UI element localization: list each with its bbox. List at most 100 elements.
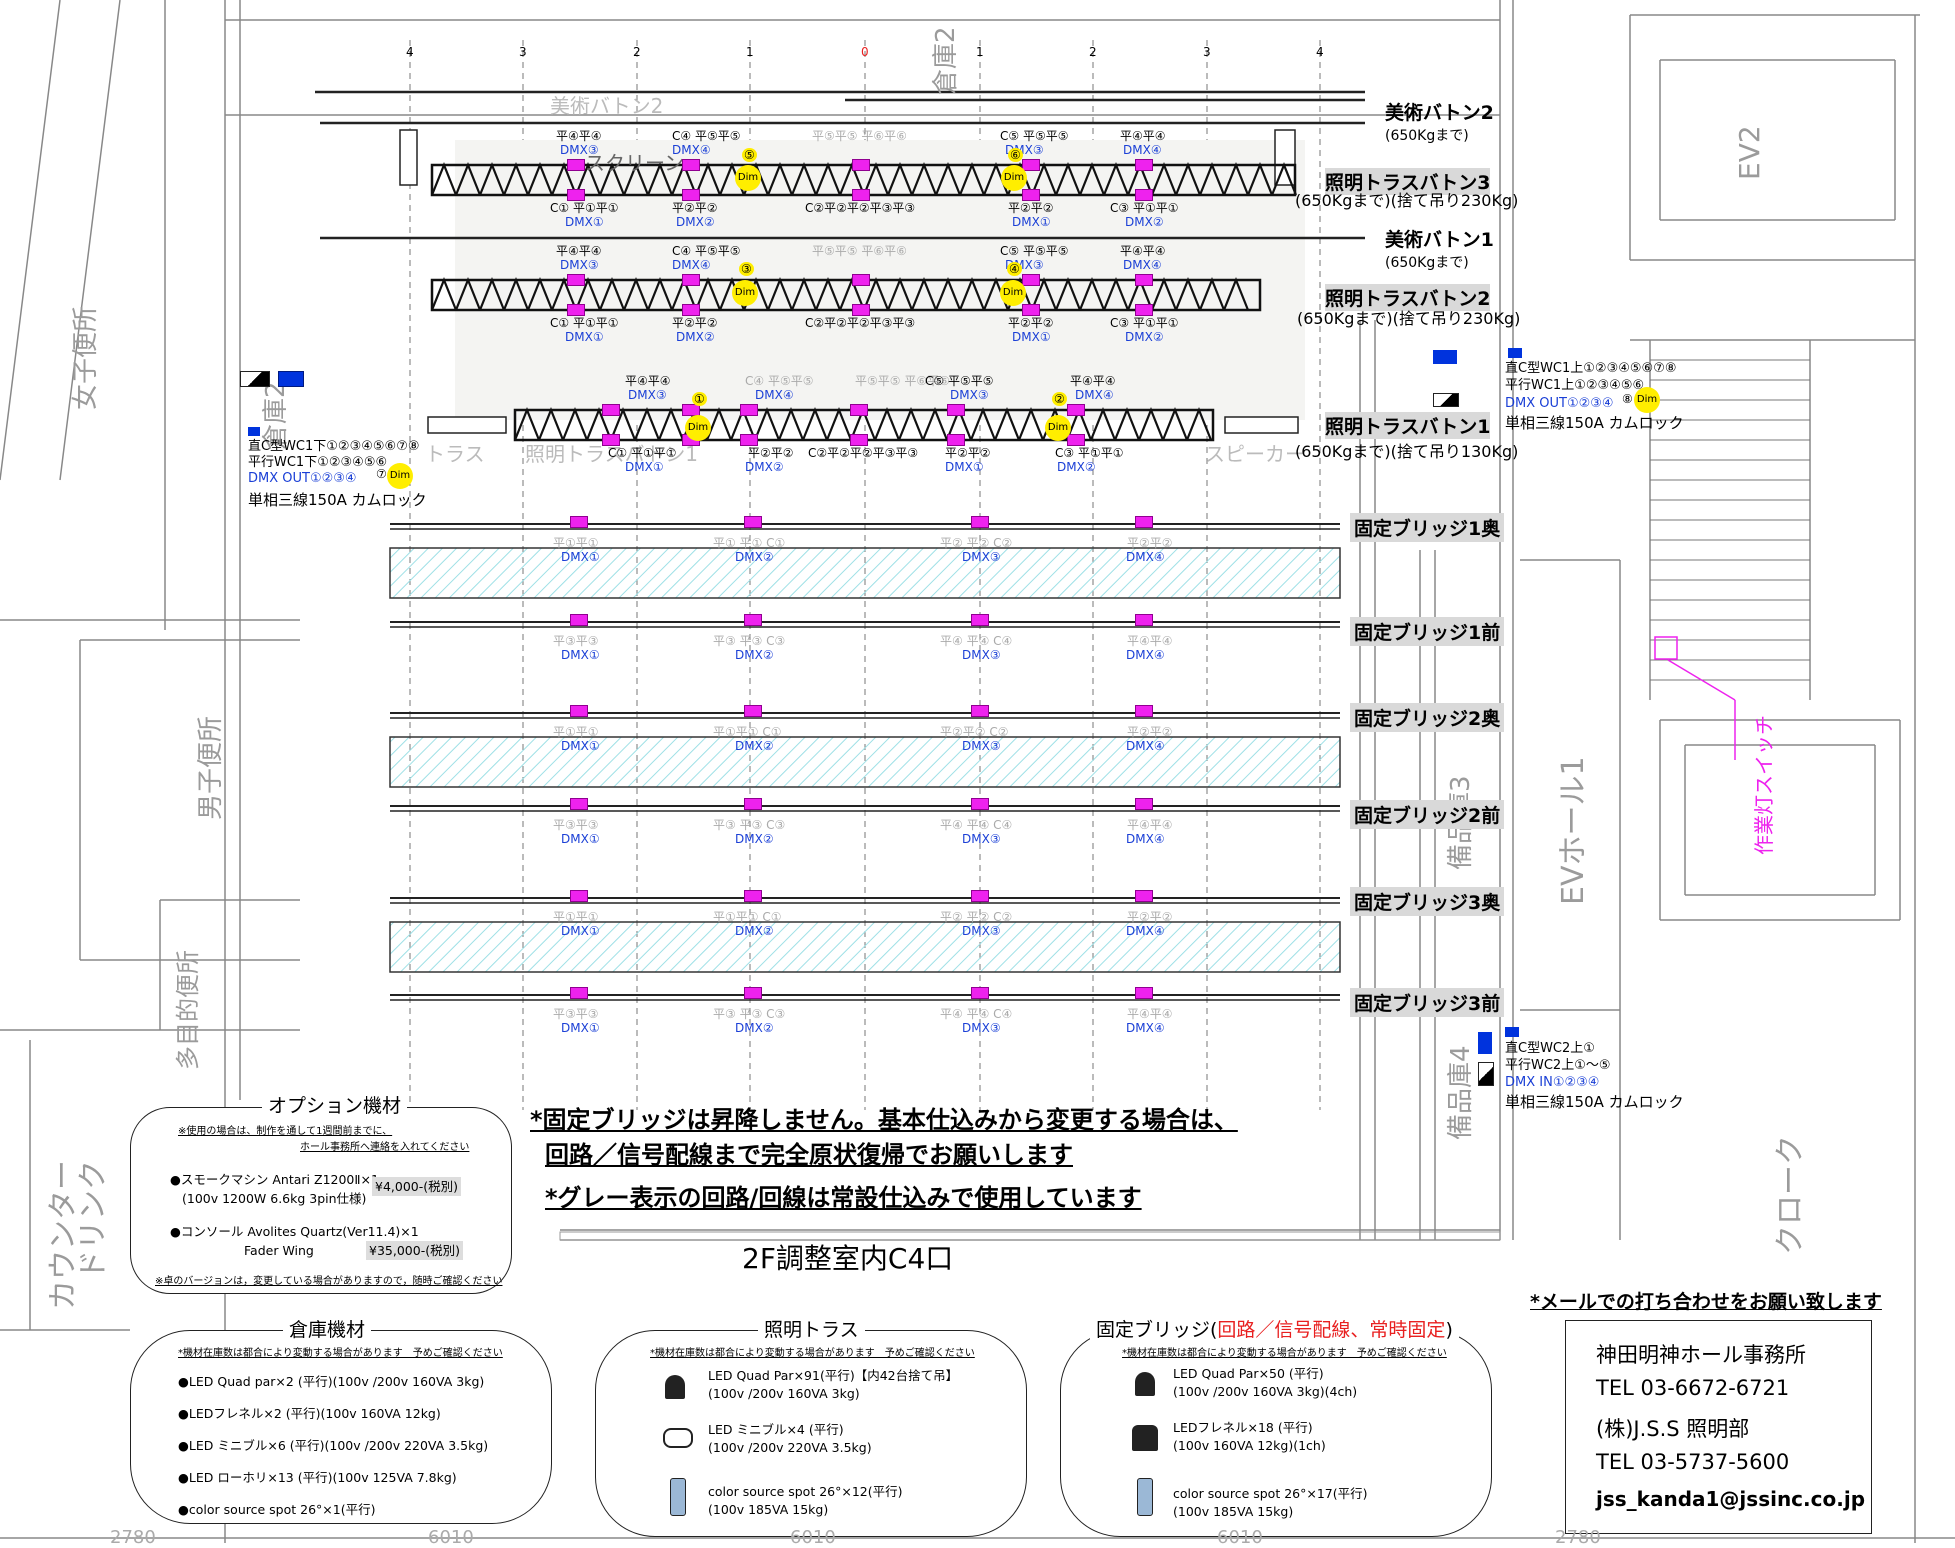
bridge-dmx-label: DMX②: [735, 550, 774, 564]
notice-line1: *固定ブリッジは昇降しません。基本仕込みから変更する場合は、: [530, 1106, 1238, 1134]
left-panel-icon: [240, 371, 270, 387]
axis-number: 0: [861, 45, 869, 59]
truss2-bottom-label: C②平②平②平③平③: [805, 316, 916, 330]
truss2-frame: [430, 278, 1262, 312]
truss3-top-label: C④ 平⑤平⑤: [672, 129, 741, 143]
truss2-bottom-dmx: DMX①: [1012, 330, 1051, 344]
axis-number: 4: [1316, 45, 1324, 59]
truss1-outlet: [1067, 434, 1085, 446]
bridge-circuit-label: 平④平④: [1127, 634, 1173, 648]
bridge-outlet: [1135, 987, 1153, 999]
bridge-equipment-title-c: ): [1445, 1319, 1453, 1341]
bridge-dmx-label: DMX④: [1126, 924, 1165, 938]
truss-batten-3-label: 照明トラスバトン3: [1325, 168, 1491, 195]
right-bottom-panel-line3: DMX IN①②③④: [1505, 1075, 1600, 1090]
bridge-item-1a: LED Quad Par×50 (平行): [1173, 1366, 1324, 1381]
truss3-bottom-dmx: DMX①: [1012, 215, 1051, 229]
bridge-outlet: [1135, 798, 1153, 810]
bridge-outlet: [1135, 516, 1153, 528]
room-ev2: EV2: [1733, 125, 1766, 180]
left-panel-line1: 直C型WC1下①②③④⑤⑥⑦⑧: [248, 439, 420, 454]
truss1-top-label: 平④平④: [1070, 374, 1116, 388]
truss1-bottom-label: C① 平①平①: [608, 446, 677, 460]
contact-box: 神田明神ホール事務所 TEL 03-6672-6721 (株)J.S.S 照明部…: [1565, 1320, 1872, 1534]
truss3-bottom-label: C②平②平②平③平③: [805, 201, 916, 215]
bridge-dmx-label: DMX①: [561, 739, 600, 753]
truss1-outlet: [740, 434, 758, 446]
bridge-circuit-label: 平①平① C①: [713, 910, 782, 924]
bridge-2-back-label: 固定ブリッジ2奥: [1350, 703, 1505, 732]
bridge-circuit-label: 平③平③: [553, 818, 599, 832]
source-spot-icon: [670, 1478, 686, 1516]
truss-item-3a: color source spot 26°×12(平行): [708, 1484, 903, 1499]
bridge-dmx-label: DMX①: [561, 832, 600, 846]
bridge-dmx-label: DMX③: [962, 832, 1001, 846]
bridge-dmx-label: DMX①: [561, 1021, 600, 1035]
warehouse-note: *機材在庫数は都合により変動する場合があります 予めご確認ください: [178, 1348, 503, 1359]
truss3-outlet: [682, 189, 700, 201]
warehouse-item-2: ●LEDフレネル×2 (平行)(100v 160VA 12kg): [178, 1406, 441, 1421]
truss3-dimmer: Dim: [735, 165, 761, 191]
bridge-outlet: [1135, 614, 1153, 626]
dim-bottom-2: 6010: [428, 1527, 474, 1548]
bridge-item-3b: (100v 185VA 15kg): [1173, 1504, 1294, 1519]
bridge-outlet: [744, 987, 762, 999]
truss2-top-label: 平④平④: [1120, 244, 1166, 258]
bridge-circuit-label: 平② 平② C②: [940, 910, 1013, 924]
dim-bottom-1: 2780: [110, 1527, 156, 1548]
truss3-outlet: [567, 189, 585, 201]
warehouse-title: 倉庫機材: [283, 1315, 372, 1342]
bridge-item-2a: LEDフレネル×18 (平行): [1173, 1420, 1313, 1435]
bridge-2-front-label: 固定ブリッジ2前: [1350, 800, 1505, 829]
truss2-bottom-dmx: DMX②: [676, 330, 715, 344]
truss-item-2a: LED ミニブル×4 (平行): [708, 1422, 844, 1437]
dim-bottom-3: 6010: [790, 1527, 836, 1548]
ghost-speaker: スピーカー: [1205, 442, 1305, 466]
truss1-bottom-label: C②平②平②平③平③: [808, 446, 919, 460]
bridge-circuit-label: 平②平②: [1127, 725, 1173, 739]
truss-batten-2-label: 照明トラスバトン2: [1325, 284, 1491, 311]
options-price-1: ¥4,000-(税別): [372, 1177, 462, 1197]
bridge-3-back-label: 固定ブリッジ3奥: [1350, 887, 1505, 916]
options-footer: ※卓のバージョンは，変更している場合がありますので，随時ご確認ください: [155, 1276, 503, 1287]
bridge-outlet: [570, 987, 588, 999]
truss3-dimmer: Dim: [1001, 165, 1027, 191]
left-panel-line3: DMX OUT①②③④: [248, 471, 357, 486]
truss3-bottom-label: 平②平②: [672, 201, 718, 215]
truss1-dimmer-number: ①: [692, 392, 707, 406]
truss3-outlet: [1022, 159, 1040, 171]
mail-note: *メールでの打ち合わせをお願い致します: [1530, 1291, 1882, 1313]
bridge-0-deck: [389, 547, 1341, 599]
bridge-outlet: [744, 614, 762, 626]
bridge-dmx-label: DMX④: [1126, 832, 1165, 846]
truss3-top-label: 平⑤平⑤ 平⑥平⑥: [812, 129, 907, 143]
bridge-circuit-label: 平①平①: [553, 725, 599, 739]
truss1-bottom-dmx: DMX①: [945, 460, 984, 474]
truss-batten-1-name: 照明トラスバトン1: [1325, 416, 1491, 438]
bridge-equipment-title-a: 固定ブリッジ(: [1096, 1319, 1218, 1341]
truss1-top-label: 平④平④: [625, 374, 671, 388]
left-panel-line4: 単相三線150A カムロック: [248, 491, 427, 509]
truss2-outlet: [682, 274, 700, 286]
warehouse-box: [130, 1330, 552, 1524]
truss2-dimmer: Dim: [732, 280, 758, 306]
options-box: [130, 1107, 512, 1294]
truss2-bottom-label: C③ 平①平①: [1110, 316, 1179, 330]
room-multi-wc: 多目的便所: [174, 950, 202, 1070]
bridge-dmx-label: DMX①: [561, 648, 600, 662]
contact-email[interactable]: jss_kanda1@jssinc.co.jp: [1596, 1487, 1866, 1511]
bridge-dmx-label: DMX③: [962, 924, 1001, 938]
truss1-dimmer-number: ②: [1052, 392, 1067, 406]
bridge-outlet: [971, 798, 989, 810]
mini-brute-icon: [663, 1428, 693, 1448]
contact-tel2: TEL 03-5737-5600: [1596, 1450, 1790, 1474]
truss2-bottom-label: C① 平①平①: [550, 316, 619, 330]
bridge-dmx-label: DMX②: [735, 1021, 774, 1035]
right-top-panel-box: [1433, 350, 1457, 364]
bridge-dmx-label: DMX①: [561, 924, 600, 938]
bridge-outlet: [1135, 890, 1153, 902]
truss3-bottom-dmx: DMX①: [565, 215, 604, 229]
bridge-outlet: [570, 614, 588, 626]
truss3-outlet: [1135, 189, 1153, 201]
